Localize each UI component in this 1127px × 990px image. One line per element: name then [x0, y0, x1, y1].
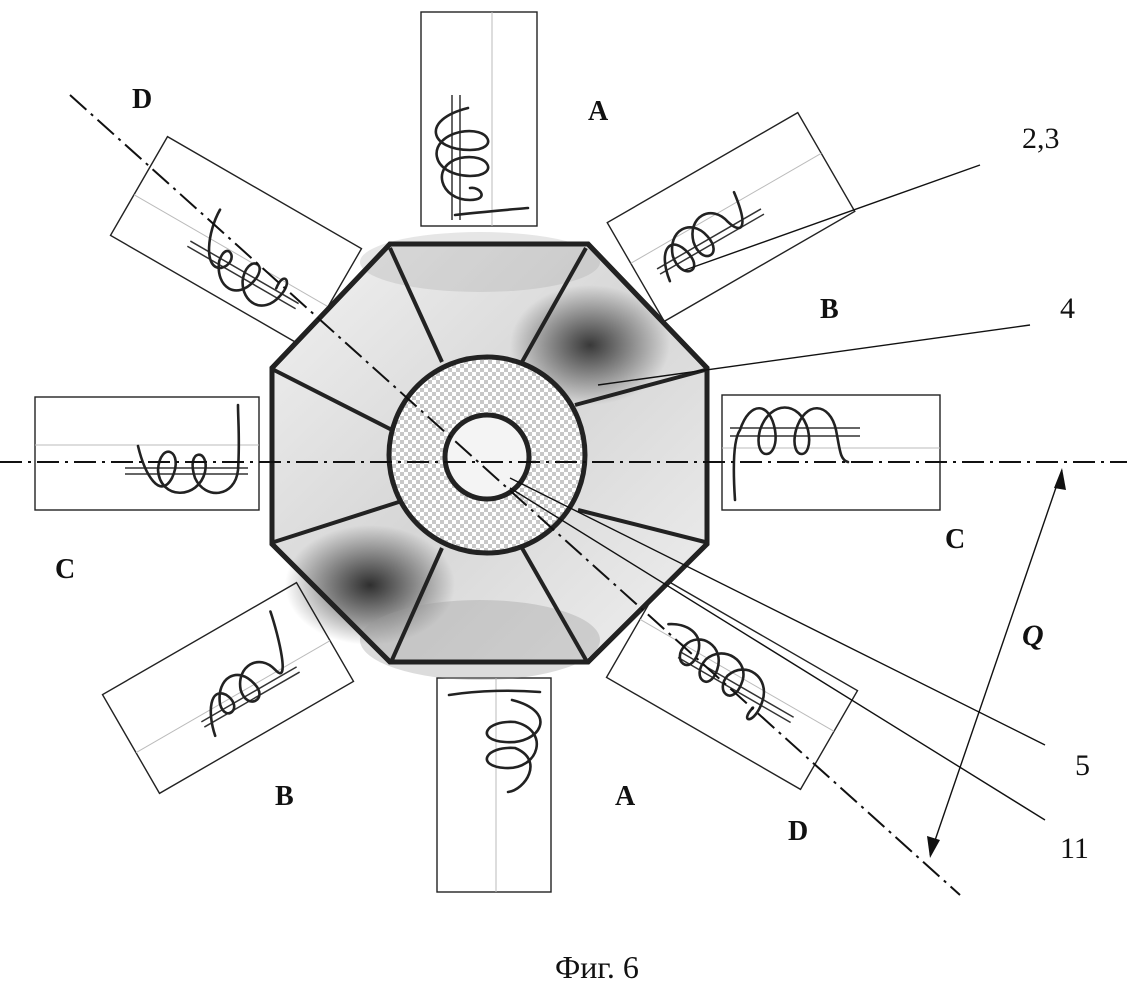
label-phase-c-right: C: [945, 524, 965, 555]
label-phase-c-left: C: [55, 554, 75, 585]
coil-module-a-top: [421, 12, 537, 226]
coil-module-a-bottom: [437, 678, 551, 892]
label-phase-d-bottom: D: [788, 816, 808, 847]
coil-module-b-upper-right: [607, 113, 855, 322]
coil-module-d-lower-right: [607, 579, 858, 790]
label-phase-b-right: B: [820, 294, 839, 325]
coil-module-c-right: [722, 395, 940, 510]
label-ref-11: 11: [1060, 832, 1089, 865]
label-ref-4: 4: [1060, 292, 1075, 325]
figure-caption: Фиг. 6: [555, 949, 639, 985]
label-phase-a-top: A: [588, 96, 609, 127]
label-ref-5: 5: [1075, 749, 1090, 782]
label-ref-2-3: 2,3: [1022, 122, 1060, 155]
label-phase-d-top: D: [132, 84, 152, 115]
label-phase-a-bottom: A: [615, 781, 636, 812]
label-phase-b-left: B: [275, 781, 294, 812]
coil-module-c-left: [35, 397, 259, 510]
label-angle-q: Q: [1022, 619, 1044, 652]
octagon-stator: [272, 232, 707, 680]
